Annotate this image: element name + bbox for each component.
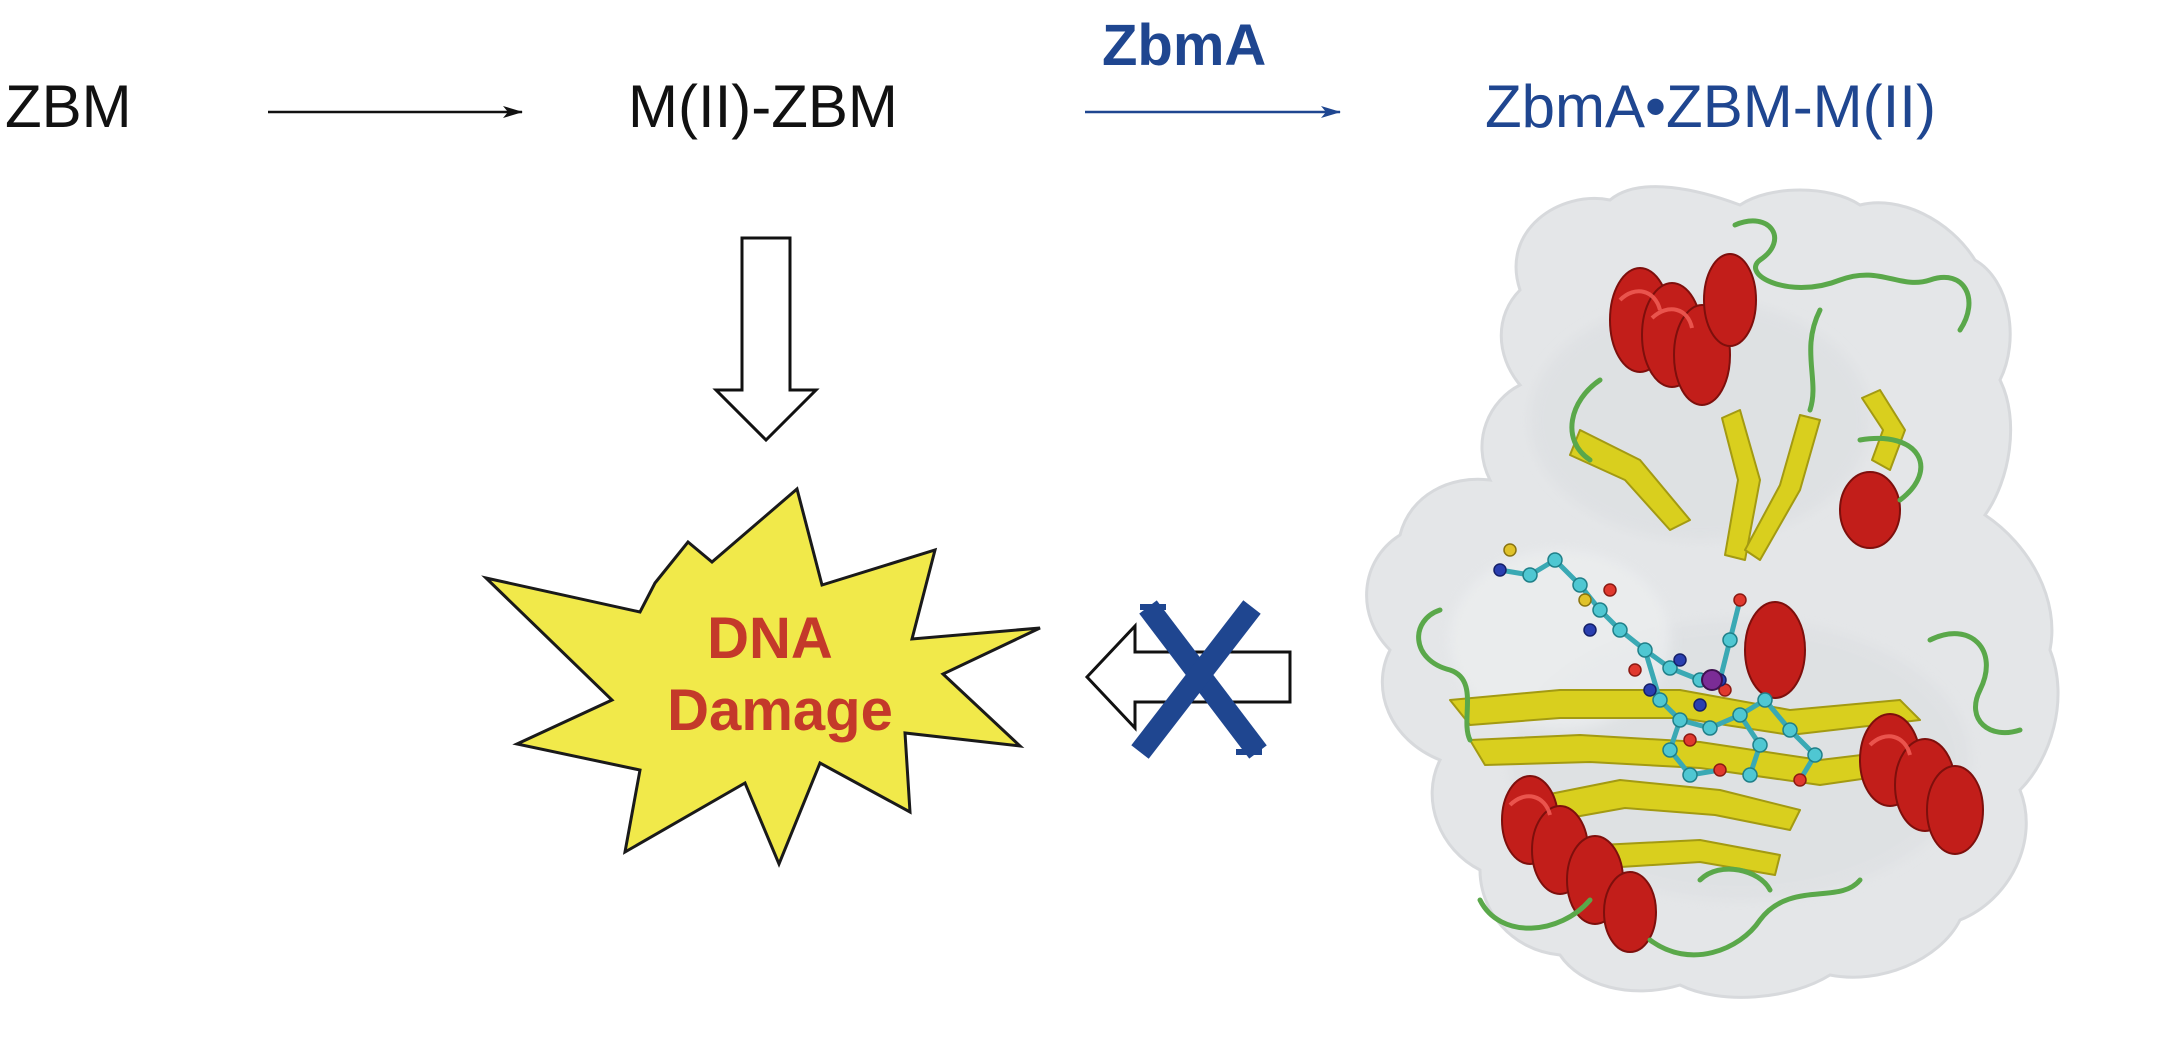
x-cross-icon <box>1131 600 1267 759</box>
coil-loops <box>1416 218 2023 958</box>
helix-highlights <box>1508 289 1912 816</box>
complex-bullet: • <box>1645 73 1666 140</box>
protein-structure-icon <box>1365 185 2060 999</box>
down-hollow-arrow <box>712 236 820 443</box>
zbm-label: ZBM <box>5 73 132 140</box>
dna-damage-line1: DNA <box>707 606 833 671</box>
bound-zbm-ligand <box>1493 543 1823 787</box>
metal-ion <box>1701 669 1723 691</box>
dna-damage-burst <box>481 486 1041 868</box>
dna-damage-line2: Damage <box>667 678 893 743</box>
beta-sheets <box>1449 389 1939 876</box>
alpha-helices <box>1501 253 1984 953</box>
metal-zbm-label: M(II)-ZBM <box>628 73 898 140</box>
complex-zbma-part: ZbmA <box>1485 73 1645 140</box>
zbma-zbm-complex-label: ZbmA•ZBM-M(II) <box>1485 73 1936 140</box>
zbma-enzyme-label: ZbmA <box>1102 13 1266 78</box>
complex-zbm-part: ZBM-M(II) <box>1666 73 1936 140</box>
